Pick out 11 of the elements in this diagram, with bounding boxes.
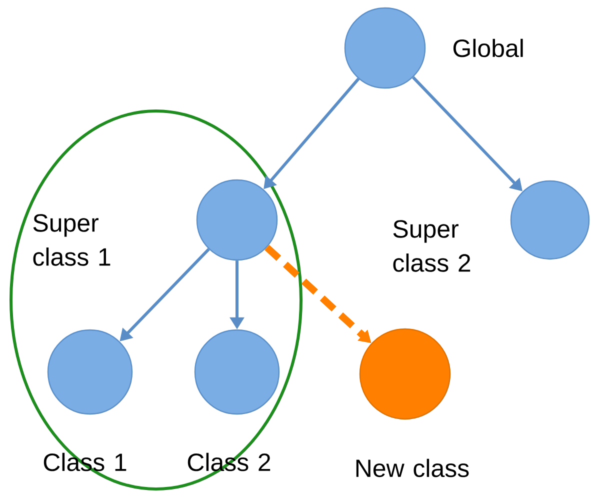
circle-node xyxy=(47,329,133,415)
circle-node xyxy=(359,328,451,420)
node-label: Super class 1 xyxy=(33,214,110,266)
circle-node xyxy=(344,7,426,89)
circle-node xyxy=(196,179,278,261)
circle-node xyxy=(510,180,590,260)
circle-node xyxy=(194,329,280,415)
node-label: Super class 2 xyxy=(393,220,470,272)
node-label: New class xyxy=(356,458,469,478)
ellipse-outline xyxy=(10,110,302,490)
node-label: Global xyxy=(453,38,523,58)
